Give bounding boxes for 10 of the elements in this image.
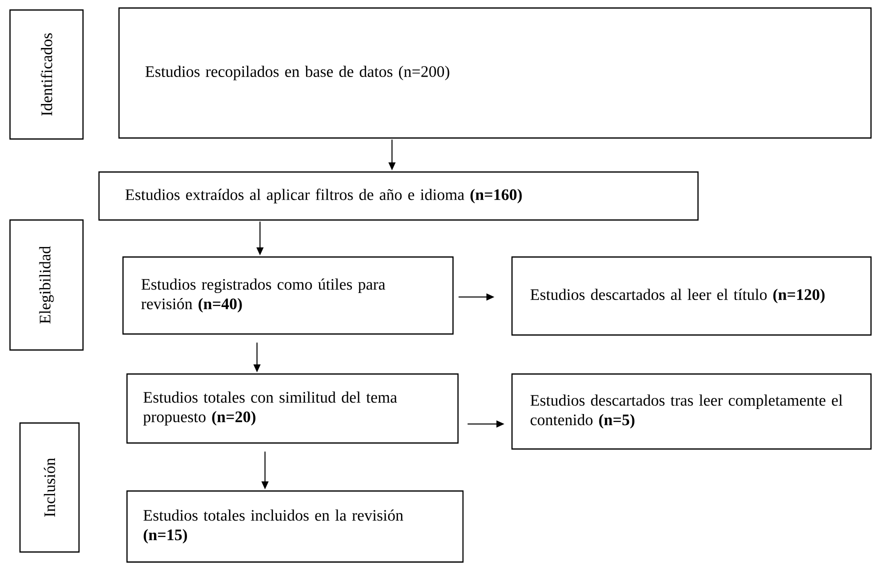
exclusion-box: Estudios descartados tras leer completamente el contenido (n=5) [511, 373, 872, 450]
stage-label: Elegibilidad [9, 219, 84, 351]
process-box: Estudios registrados como útiles para revisión (n=40) [122, 256, 454, 335]
stage-label: Identificados [9, 9, 84, 140]
process-box: Estudios recopilados en base de datos (n=200) [118, 7, 872, 139]
exclusion-box: Estudios descartados al leer el título (n=120) [511, 256, 872, 336]
process-box: Estudios totales con similitud del tema propuesto (n=20) [126, 373, 459, 444]
stage-label: Inclusión [19, 422, 80, 553]
process-box: Estudios extraídos al aplicar filtros de año e idioma (n=160) [98, 171, 699, 221]
process-box: Estudios totales incluidos en la revisión (n=15) [126, 490, 464, 563]
